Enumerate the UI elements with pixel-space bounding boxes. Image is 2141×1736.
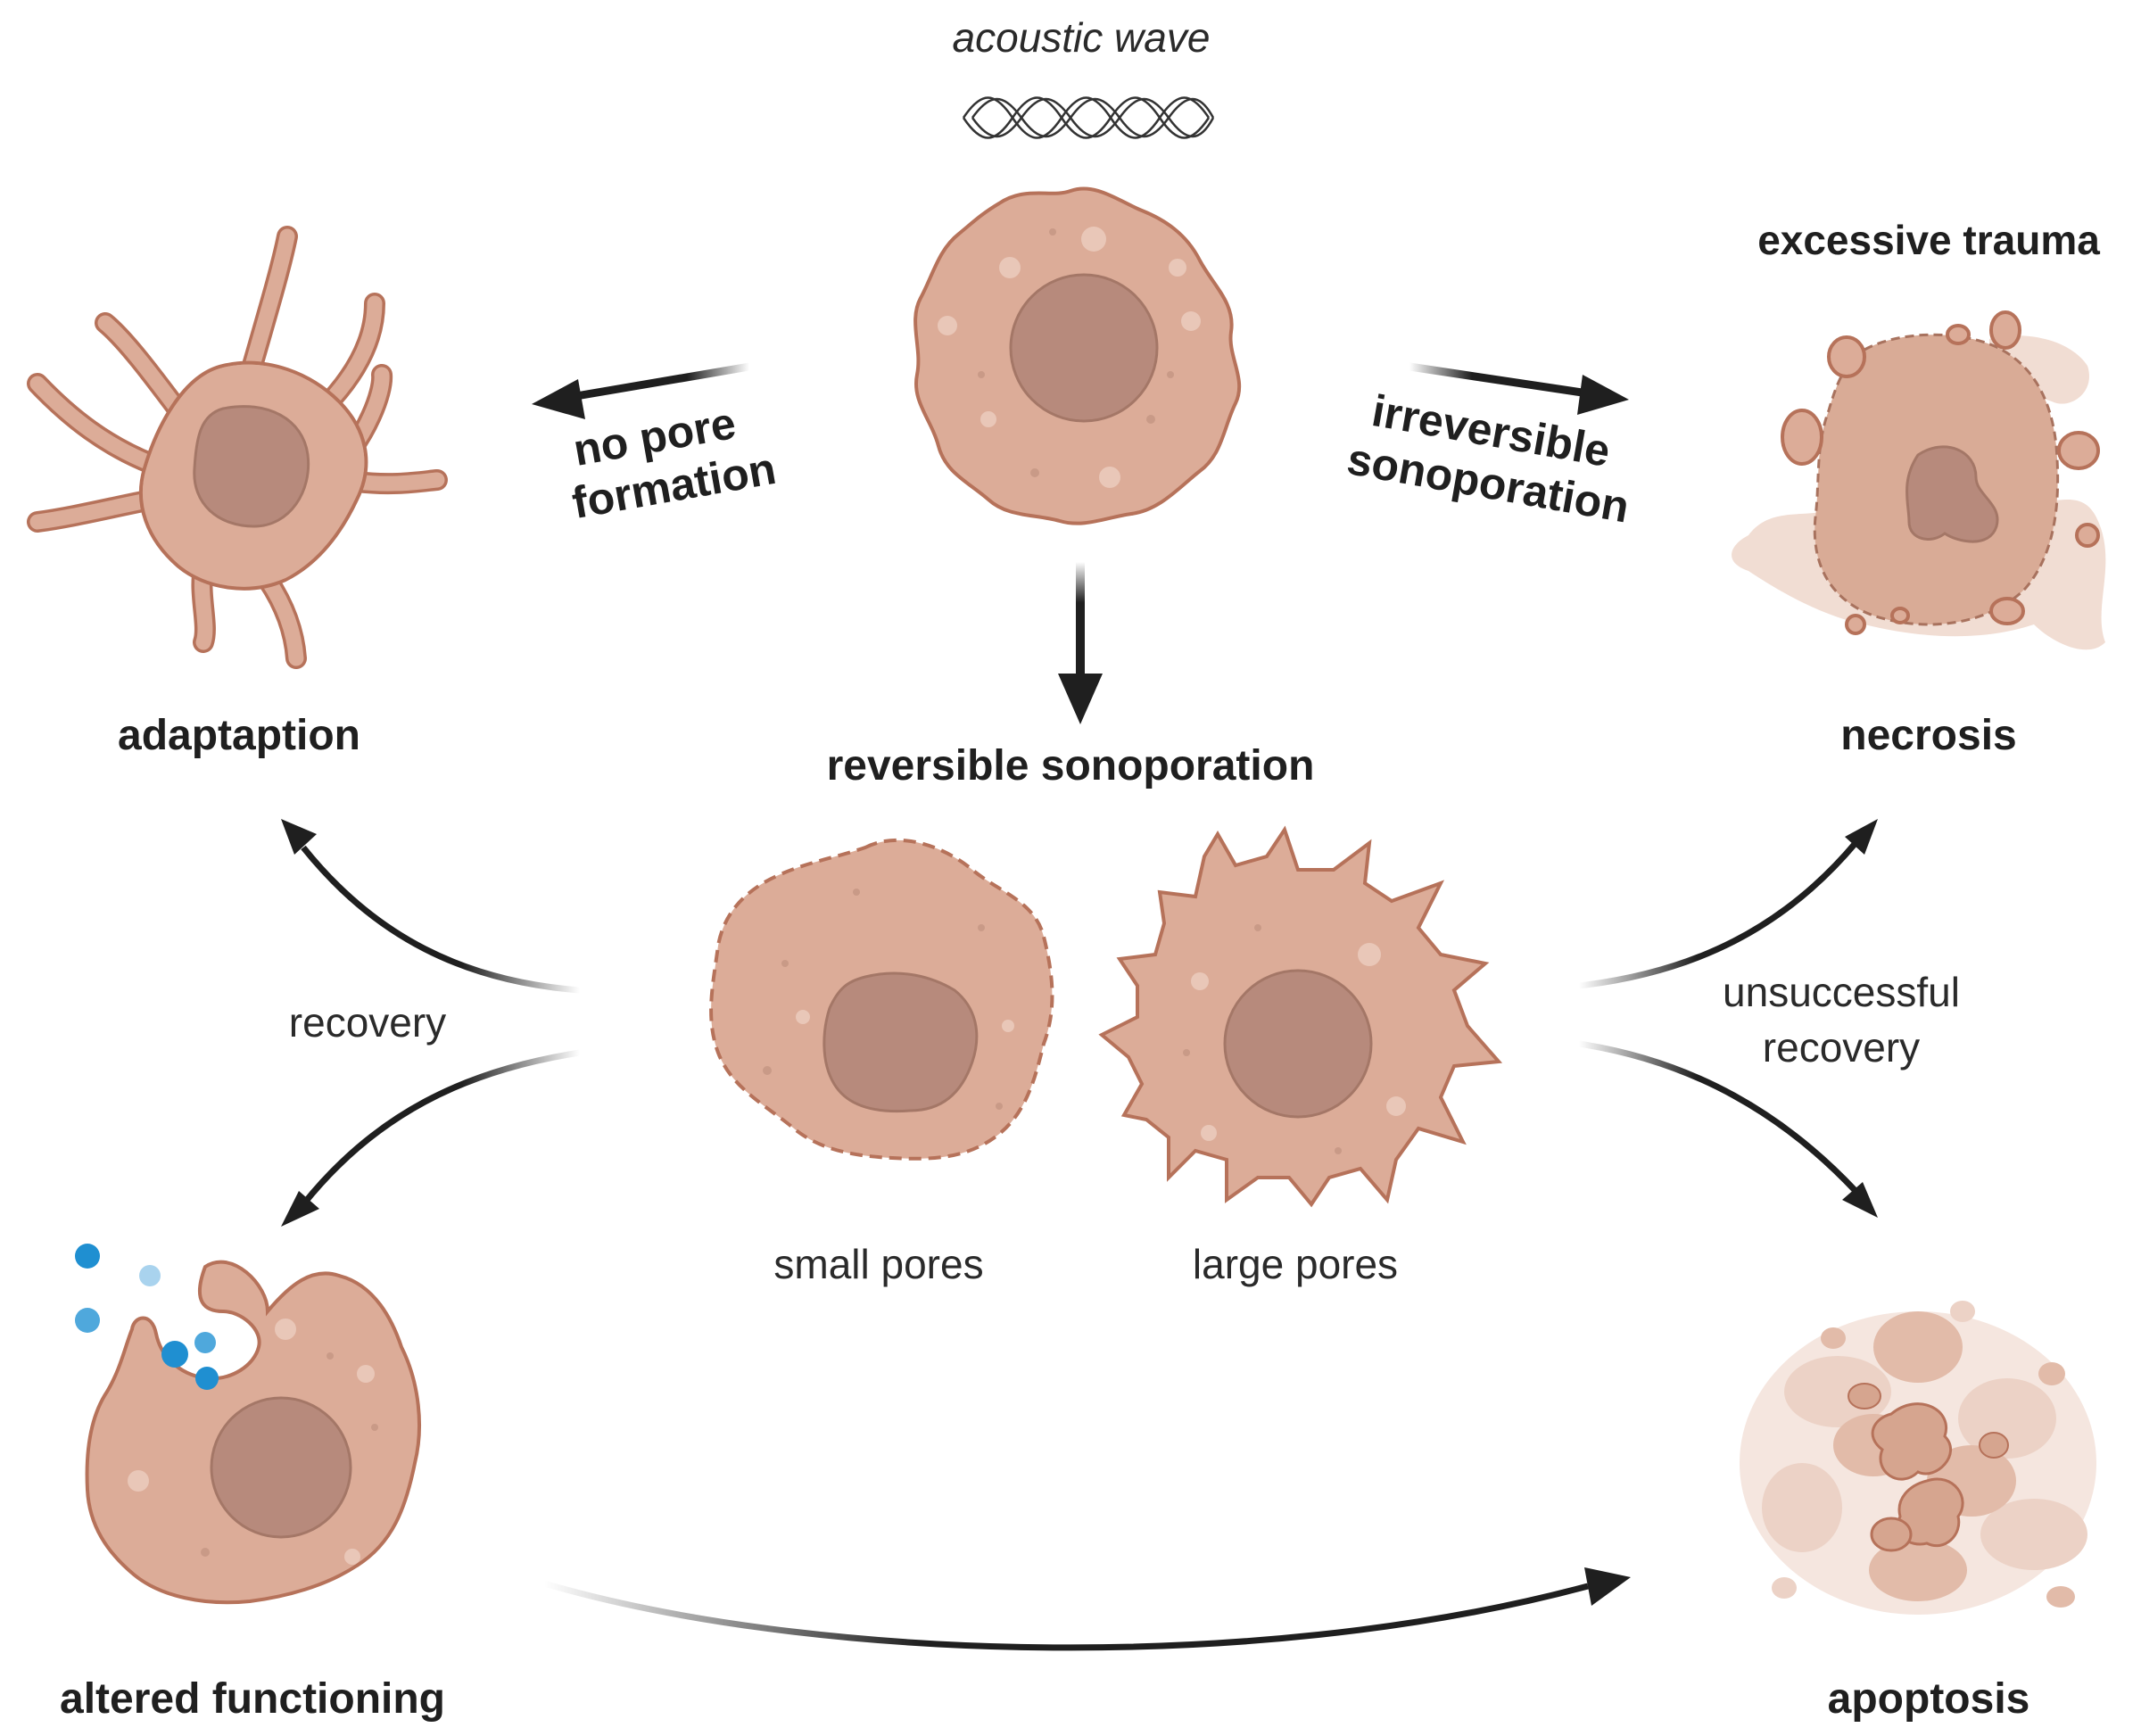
adaptation-label: adaptaption	[118, 712, 360, 759]
arrow-no-pore-formation	[532, 362, 750, 419]
necrosis-cell	[1732, 310, 2106, 650]
arrow-unsuccessful-necrosis	[1578, 819, 1878, 989]
apoptosis-label: apoptosis	[1828, 1675, 2030, 1723]
arrow-altered-to-apoptosis	[543, 1567, 1631, 1651]
large-pores-cell	[1098, 825, 1503, 1208]
arrow-unsuccessful-apoptosis	[1578, 1040, 1878, 1218]
molecule-2	[139, 1265, 161, 1286]
molecule-1	[75, 1244, 100, 1269]
molecule-3	[75, 1308, 100, 1333]
unsuccessful-recovery-label-line1: unsuccessful	[1723, 969, 1960, 1015]
excessive-trauma-label: excessive trauma	[1757, 217, 2100, 263]
arrow-recovery-adaptation	[281, 819, 581, 994]
molecule-4	[161, 1341, 188, 1368]
small-pores-cell	[709, 838, 1054, 1161]
molecule-5	[194, 1332, 216, 1353]
altered-functioning-cell	[75, 1244, 421, 1605]
altered-functioning-label: altered functioning	[60, 1675, 445, 1723]
initial-cell	[913, 186, 1242, 525]
large-pores-label: large pores	[1193, 1241, 1398, 1287]
small-pores-label: small pores	[773, 1241, 983, 1287]
acoustic-wave-icon	[962, 96, 1215, 139]
recovery-label: recovery	[289, 999, 446, 1046]
arrow-recovery-altered-functioning	[281, 1049, 581, 1227]
apoptosis-cell	[1740, 1301, 2096, 1615]
arrow-reversible-sonoporation	[1058, 562, 1103, 724]
unsuccessful-recovery-label-line2: recovery	[1763, 1024, 1920, 1071]
molecule-6	[195, 1367, 219, 1390]
necrosis-label: necrosis	[1840, 712, 2016, 759]
adaptation-cell	[27, 226, 448, 669]
reversible-sonoporation-label: reversible sonoporation	[827, 742, 1315, 789]
acoustic-wave-label: acoustic wave	[953, 14, 1211, 61]
arrow-irreversible-sonoporation	[1409, 362, 1629, 415]
